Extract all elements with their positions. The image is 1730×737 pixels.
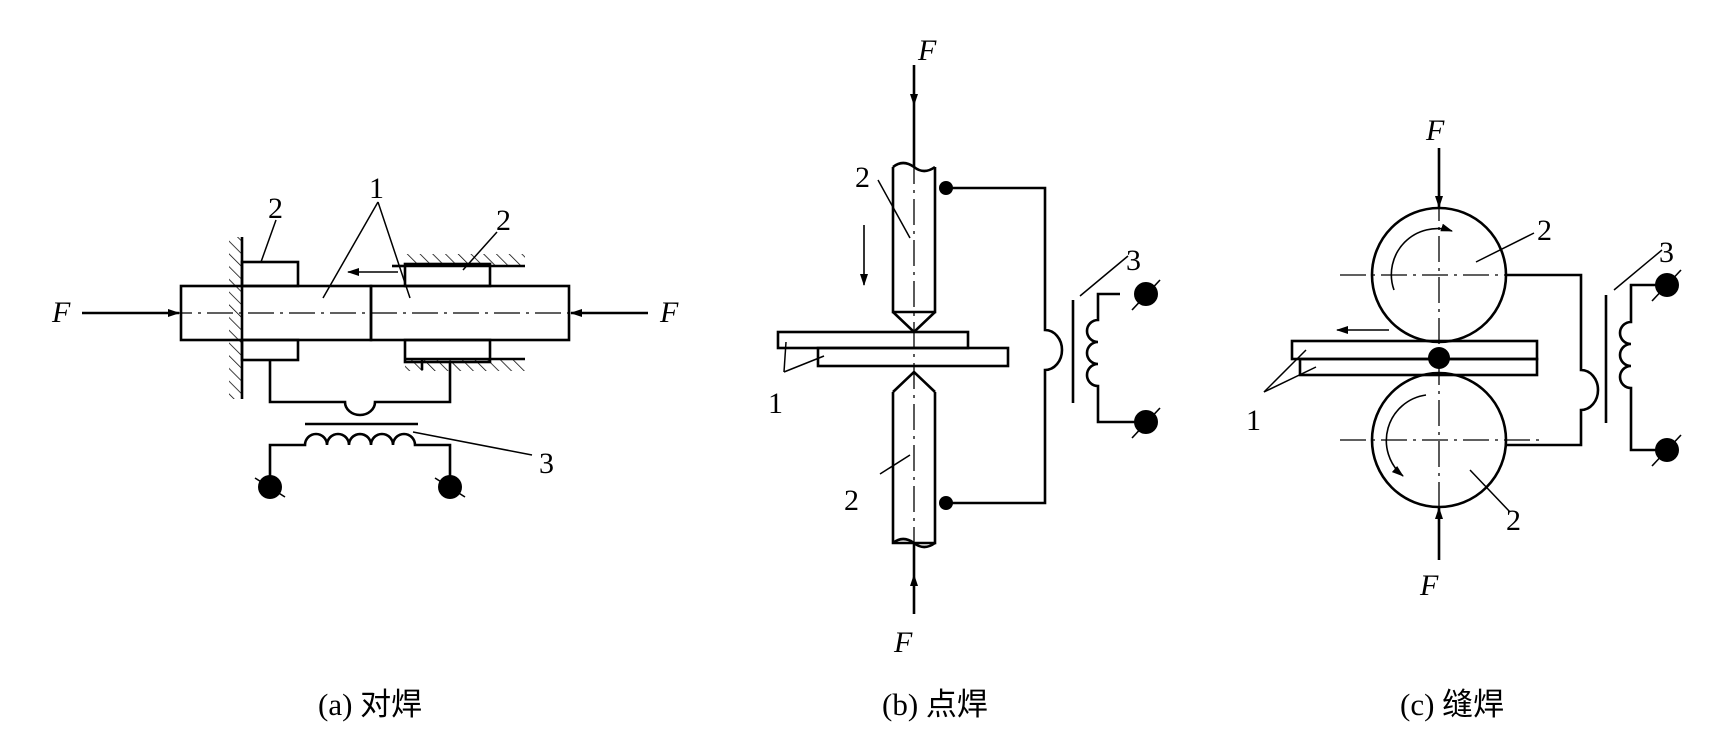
workpiece-sheets — [1290, 339, 1539, 377]
force-label-top: F — [917, 34, 937, 67]
label-transformer: 3 — [1659, 236, 1674, 269]
label-electrode-left: 2 — [268, 192, 283, 225]
force-label-left: F — [51, 296, 71, 329]
force-arrows — [860, 65, 918, 614]
panel-c-seam-welding: F F 2 2 1 3 (c) 缝焊 — [1246, 114, 1682, 722]
label-transformer: 3 — [539, 447, 554, 480]
label-roller-bottom: 2 — [1506, 504, 1521, 537]
force-arrows — [82, 268, 648, 317]
panel-a-caption: (a) 对焊 — [318, 687, 422, 722]
circuit — [1506, 269, 1682, 467]
circuit — [254, 360, 466, 499]
fixed-support-hatching — [229, 237, 525, 399]
panel-b-spot-welding: F F 2 2 1 3 (b) 点焊 — [768, 34, 1161, 722]
workpieces — [166, 284, 580, 342]
leader-lines — [1263, 232, 1663, 513]
label-roller-top: 2 — [1537, 214, 1552, 247]
force-arrows — [1336, 148, 1443, 560]
clamp-electrodes — [240, 260, 492, 370]
label-workpiece: 1 — [1246, 404, 1261, 437]
force-label-top: F — [1425, 114, 1445, 147]
label-workpiece: 1 — [369, 172, 384, 205]
panel-b-caption: (b) 点焊 — [882, 687, 988, 722]
label-transformer: 3 — [1126, 244, 1141, 277]
panel-a-butt-welding: F F 1 2 2 3 (a) 对焊 — [51, 172, 679, 722]
leader-lines — [783, 179, 1129, 475]
force-label-bottom: F — [893, 626, 913, 659]
force-label-right: F — [659, 296, 679, 329]
label-electrode-top: 2 — [855, 161, 870, 194]
label-workpiece: 1 — [768, 387, 783, 420]
force-label-bottom: F — [1419, 569, 1439, 602]
label-electrode-right: 2 — [496, 204, 511, 237]
panel-c-caption: (c) 缝焊 — [1400, 687, 1504, 722]
label-electrode-bottom: 2 — [844, 484, 859, 517]
workpiece-sheets — [776, 330, 1010, 368]
leader-lines — [260, 201, 533, 456]
circuit — [939, 181, 1161, 510]
